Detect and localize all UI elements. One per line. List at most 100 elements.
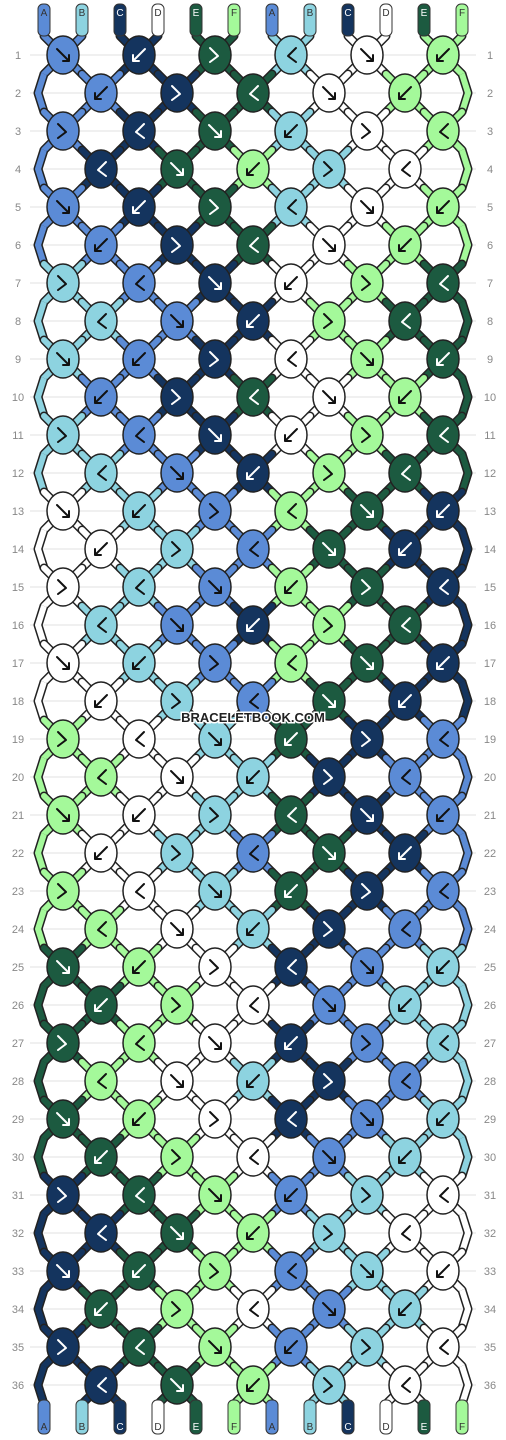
edge-strand: [35, 909, 47, 949]
knot: [426, 35, 460, 75]
knot: [236, 681, 270, 721]
knot: [46, 643, 80, 683]
knot-arrow-icon: [360, 808, 374, 822]
knot: [312, 1289, 346, 1329]
knot: [160, 225, 194, 265]
knot-arrow-icon: [398, 238, 412, 252]
edge-strand: [35, 757, 47, 797]
strand-tab-top: A: [265, 3, 279, 37]
knot-arrow-icon: [135, 123, 145, 139]
knot: [350, 871, 384, 911]
knot: [198, 339, 232, 379]
row-number-right: 3: [487, 126, 493, 138]
knot: [46, 35, 80, 75]
row-number-left: 32: [12, 1228, 24, 1240]
strand-tab-top: B: [75, 3, 89, 37]
knot-arrow-icon: [208, 580, 222, 594]
knot-body: [122, 263, 156, 303]
knot: [236, 453, 270, 493]
knot: [122, 35, 156, 75]
knot: [198, 491, 232, 531]
row-number-right: 26: [484, 1000, 496, 1012]
knot: [426, 263, 460, 303]
knot-arrow-icon: [132, 48, 146, 62]
knot: [312, 73, 346, 113]
knot-arrow-icon: [94, 1302, 108, 1316]
knot-arrow-icon: [323, 161, 333, 177]
edge-strand: [459, 985, 471, 1025]
knot: [312, 301, 346, 341]
knot-body: [236, 377, 270, 417]
knot: [312, 605, 346, 645]
knot-body: [274, 1099, 308, 1139]
edge-strand: [459, 1365, 471, 1405]
edge-strand: [459, 1213, 471, 1253]
knot-arrow-icon: [171, 997, 181, 1013]
knot: [84, 1061, 118, 1101]
knot-arrow-icon: [436, 1112, 450, 1126]
knot: [388, 377, 422, 417]
knot-body: [122, 1023, 156, 1063]
knot-body: [46, 1023, 80, 1063]
knot-arrow-icon: [436, 200, 450, 214]
knot-body: [198, 491, 232, 531]
row-number-right: 31: [484, 1190, 496, 1202]
knot-arrow-icon: [323, 465, 333, 481]
knot: [388, 73, 422, 113]
knot-arrow-icon: [94, 390, 108, 404]
knot-arrow-icon: [360, 1264, 374, 1278]
knot-arrow-icon: [249, 693, 259, 709]
row-number-right: 28: [484, 1076, 496, 1088]
knot: [388, 833, 422, 873]
knot-arrow-icon: [436, 352, 450, 366]
knot-body: [198, 1251, 232, 1291]
knot-arrow-icon: [360, 352, 374, 366]
strand-tab-shape: [455, 3, 469, 37]
knot-body: [198, 795, 232, 835]
row-number-left: 14: [12, 544, 24, 556]
knot-arrow-icon: [209, 959, 219, 975]
knot: [160, 909, 194, 949]
knot-arrow-icon: [94, 846, 108, 860]
strand-tab-bottom: D: [151, 1399, 165, 1435]
knot-arrow-icon: [439, 427, 449, 443]
knot-arrow-icon: [56, 960, 70, 974]
strand-tab-shape: [113, 3, 127, 37]
knot: [274, 871, 308, 911]
edge-strand: [459, 1061, 471, 1101]
knot: [388, 757, 422, 797]
row-number-left: 31: [12, 1190, 24, 1202]
knot: [312, 681, 346, 721]
knot: [388, 149, 422, 189]
knot-arrow-icon: [246, 162, 260, 176]
knot-body: [46, 263, 80, 303]
strand-tab-shape: [75, 3, 89, 37]
strand-letter: D: [154, 8, 161, 19]
knot: [122, 947, 156, 987]
knot-body: [388, 149, 422, 189]
knot: [312, 1061, 346, 1101]
strand-tab-shape: [265, 3, 279, 37]
edge-strand: [35, 73, 47, 113]
knot: [388, 529, 422, 569]
knot: [122, 111, 156, 151]
knot-arrow-icon: [360, 960, 374, 974]
knot-body: [122, 871, 156, 911]
row-number-right: 9: [487, 354, 493, 366]
knot: [160, 1213, 194, 1253]
knot-body: [426, 1327, 460, 1367]
knot-body: [350, 567, 384, 607]
knot: [160, 985, 194, 1025]
knot: [350, 1327, 384, 1367]
edge-strand: [35, 149, 47, 189]
knot-arrow-icon: [322, 390, 336, 404]
knot-arrow-icon: [361, 1035, 371, 1051]
edge-strand: [35, 681, 47, 721]
knot-body: [312, 453, 346, 493]
knot-arrow-icon: [436, 808, 450, 822]
knot-arrow-icon: [284, 428, 298, 442]
knot-body: [236, 985, 270, 1025]
knot-body: [388, 1061, 422, 1101]
knot: [122, 643, 156, 683]
